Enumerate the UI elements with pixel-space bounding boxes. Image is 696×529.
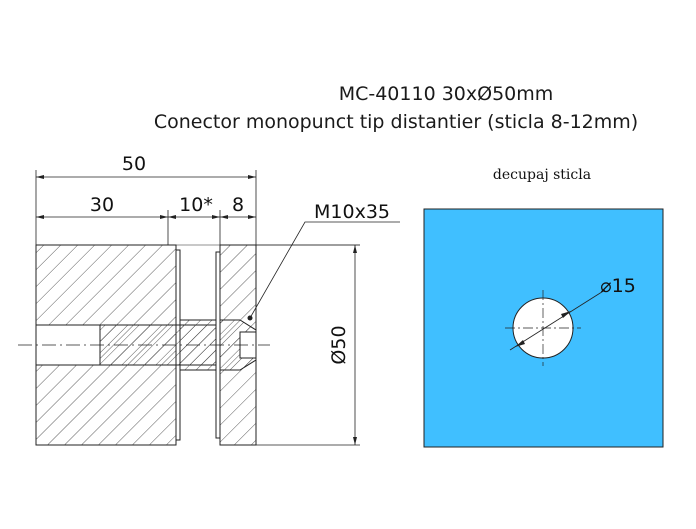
- dim-hole-diameter: ⌀15: [600, 275, 636, 297]
- dim-screw: M10x35: [314, 201, 390, 223]
- product-description-title: Conector monopunct tip distantier (sticl…: [153, 111, 639, 133]
- dimension-lines: [35, 170, 400, 446]
- dim-right-cap: 8: [232, 194, 244, 216]
- dim-overall-length: 50: [122, 153, 146, 175]
- cutout-label: decupaj sticla: [493, 167, 591, 183]
- product-code-title: MC-40110 30xØ50mm: [338, 83, 554, 105]
- dim-diameter: Ø50: [328, 325, 350, 364]
- dim-left-block: 30: [90, 194, 114, 216]
- dim-glass-gap: 10*: [179, 194, 213, 216]
